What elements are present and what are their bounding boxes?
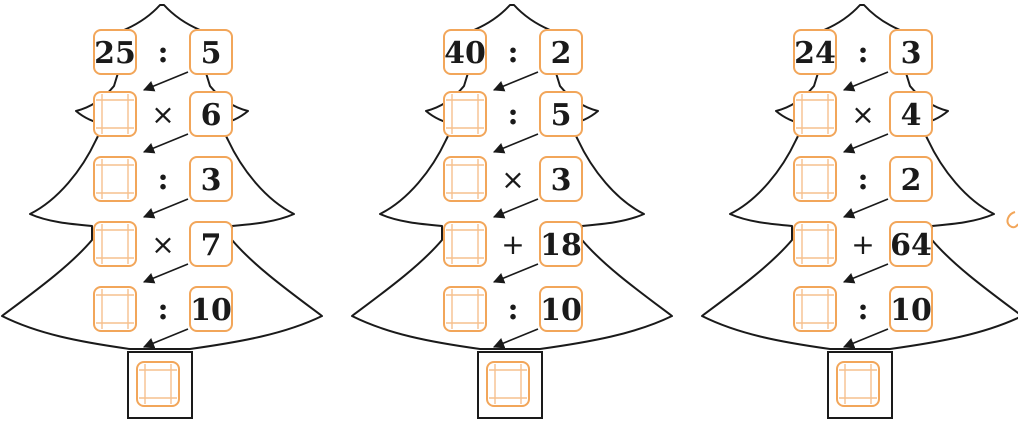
operand-box-3 xyxy=(889,156,933,202)
operator-2: × xyxy=(151,98,174,131)
step-arrow-4 xyxy=(842,263,889,284)
answer-box-2[interactable] xyxy=(93,156,137,202)
answer-box-2[interactable] xyxy=(443,156,487,202)
tree-outline xyxy=(701,4,1018,350)
operator-1: : xyxy=(507,35,518,70)
answer-box-4[interactable] xyxy=(443,286,487,332)
tree-outline xyxy=(1,4,323,350)
operand-box-4 xyxy=(189,221,233,267)
operand-number-5: 10 xyxy=(890,293,932,328)
operand-box-2 xyxy=(539,91,583,137)
answer-box-4[interactable] xyxy=(93,286,137,332)
operand-number-3: 2 xyxy=(901,163,922,198)
answer-box-1[interactable] xyxy=(443,91,487,137)
step-arrow-2 xyxy=(842,133,889,154)
operand-box-5 xyxy=(889,286,933,332)
operator-5: : xyxy=(157,292,168,327)
operand-box-4 xyxy=(889,221,933,267)
start-number: 25 xyxy=(94,36,136,71)
operand-number-2: 5 xyxy=(551,98,572,133)
step-arrow-4 xyxy=(492,263,539,284)
operand-number-2: 4 xyxy=(901,98,922,133)
final-answer-box[interactable] xyxy=(136,361,180,407)
operand-number-2: 6 xyxy=(201,98,222,133)
start-number: 40 xyxy=(444,36,486,71)
operand-number-1: 2 xyxy=(551,36,572,71)
operator-3: × xyxy=(501,163,524,196)
operator-1: : xyxy=(157,35,168,70)
operator-5: : xyxy=(507,292,518,327)
operand-box-3 xyxy=(189,156,233,202)
operator-2: × xyxy=(851,98,874,131)
step-arrow-3 xyxy=(842,198,889,219)
start-number: 24 xyxy=(794,36,836,71)
operand-number-3: 3 xyxy=(201,163,222,198)
final-answer-box[interactable] xyxy=(836,361,880,407)
operator-4: + xyxy=(501,228,524,261)
tree-outline xyxy=(351,4,673,350)
operand-box-1 xyxy=(189,29,233,75)
step-arrow-5 xyxy=(142,328,189,349)
answer-box-2[interactable] xyxy=(793,156,837,202)
answer-box-1[interactable] xyxy=(93,91,137,137)
operand-box-2 xyxy=(889,91,933,137)
step-arrow-1 xyxy=(842,71,889,92)
operand-number-4: 64 xyxy=(890,228,932,263)
step-arrow-3 xyxy=(492,198,539,219)
step-arrow-1 xyxy=(142,71,189,92)
operand-number-5: 10 xyxy=(190,293,232,328)
step-arrow-1 xyxy=(492,71,539,92)
final-answer-box[interactable] xyxy=(486,361,530,407)
operand-number-1: 3 xyxy=(901,36,922,71)
decorative-orange-mark xyxy=(1006,211,1018,229)
operand-number-4: 18 xyxy=(540,228,582,263)
step-arrow-2 xyxy=(142,133,189,154)
operator-3: : xyxy=(857,162,868,197)
operator-5: : xyxy=(857,292,868,327)
operand-box-5 xyxy=(189,286,233,332)
operator-4: + xyxy=(851,228,874,261)
answer-box-1[interactable] xyxy=(793,91,837,137)
answer-box-3[interactable] xyxy=(443,221,487,267)
operator-2: : xyxy=(507,97,518,132)
answer-box-3[interactable] xyxy=(793,221,837,267)
step-arrow-5 xyxy=(492,328,539,349)
start-number-box xyxy=(793,29,837,75)
step-arrow-2 xyxy=(492,133,539,154)
answer-box-3[interactable] xyxy=(93,221,137,267)
operand-box-4 xyxy=(539,221,583,267)
operand-number-1: 5 xyxy=(201,36,222,71)
step-arrow-3 xyxy=(142,198,189,219)
answer-box-4[interactable] xyxy=(793,286,837,332)
operand-box-5 xyxy=(539,286,583,332)
step-arrow-4 xyxy=(142,263,189,284)
operand-number-4: 7 xyxy=(201,228,222,263)
operand-box-1 xyxy=(889,29,933,75)
operand-box-3 xyxy=(539,156,583,202)
start-number-box xyxy=(93,29,137,75)
operand-number-3: 3 xyxy=(551,163,572,198)
operand-number-5: 10 xyxy=(540,293,582,328)
step-arrow-5 xyxy=(842,328,889,349)
start-number-box xyxy=(443,29,487,75)
operator-1: : xyxy=(857,35,868,70)
operand-box-2 xyxy=(189,91,233,137)
operator-3: : xyxy=(157,162,168,197)
operator-4: × xyxy=(151,228,174,261)
operand-box-1 xyxy=(539,29,583,75)
